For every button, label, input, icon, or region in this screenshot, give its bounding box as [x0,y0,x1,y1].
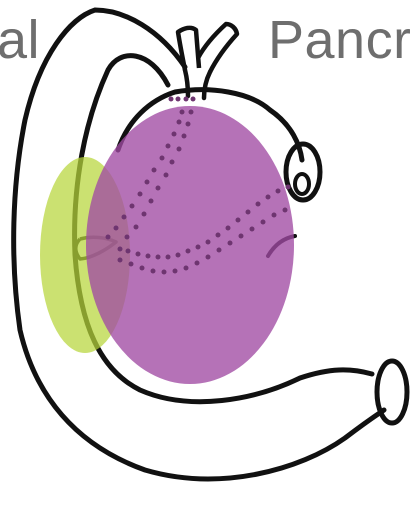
tail-ring-inner [295,174,309,194]
partial-right-label: Pancr [268,8,410,72]
partial-left-label: al [0,8,40,72]
tube-end [377,361,407,423]
vessel-top-right [198,24,237,72]
right-region [86,106,294,384]
vessel-trunk [185,70,210,98]
